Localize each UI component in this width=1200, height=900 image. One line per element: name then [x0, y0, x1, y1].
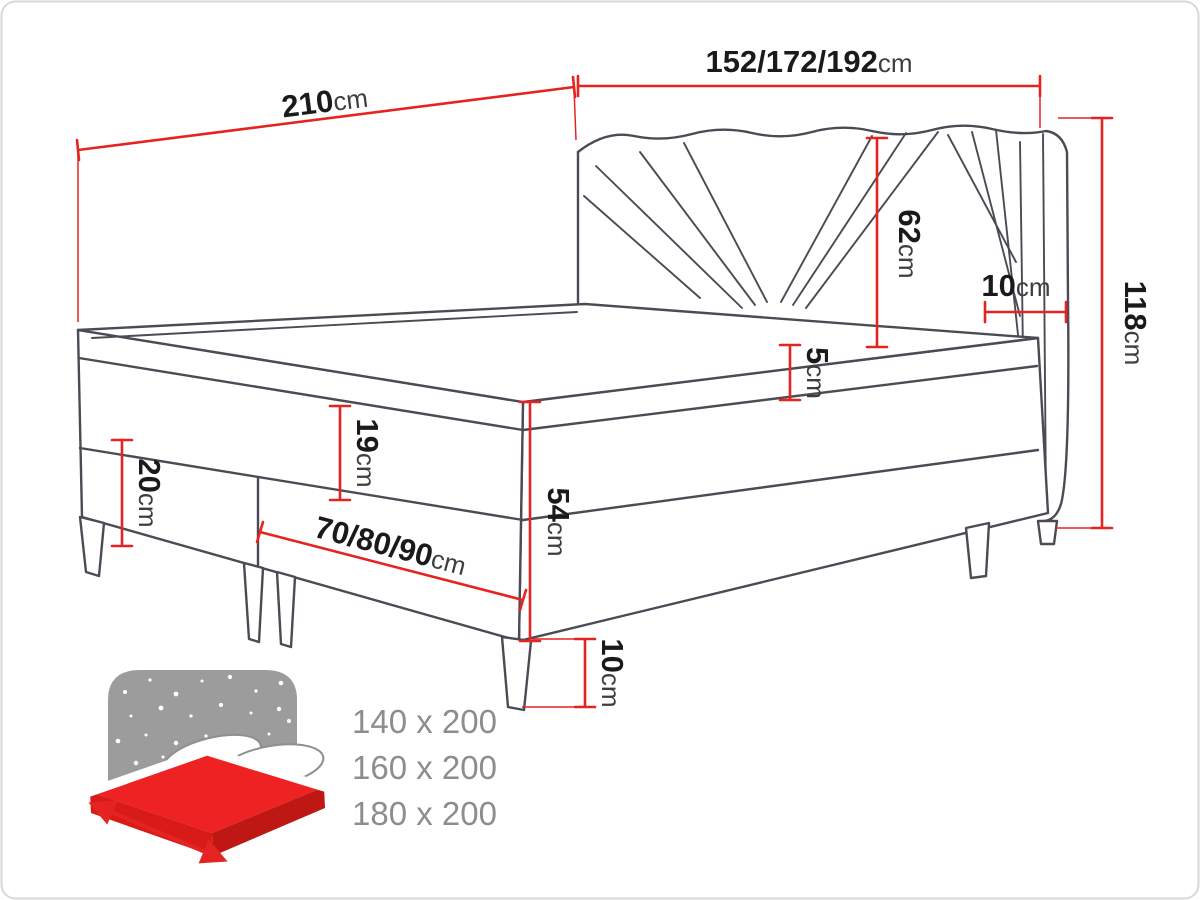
bed-legs	[78, 515, 991, 712]
dimension-leg-height-label: 10cm	[595, 638, 630, 707]
dimension-mattress-height: 19cm	[328, 404, 385, 502]
size-option: 140 x 200	[352, 703, 497, 740]
dimension-side-height: 54cm	[518, 400, 576, 643]
headboard-pattern	[583, 129, 1047, 506]
bed-size-icon	[85, 670, 329, 864]
dimension-base-height: 20cm	[110, 438, 167, 548]
size-option: 160 x 200	[352, 749, 497, 786]
dimension-base-height-label: 20cm	[132, 458, 167, 527]
dimension-mattress-height-label: 19cm	[350, 418, 385, 487]
dimension-headboard-height: 62cm	[865, 136, 927, 349]
dimension-leg-height: 10cm	[522, 637, 630, 709]
dimension-depth-label: 210cm	[280, 79, 370, 125]
size-option: 180 x 200	[352, 795, 497, 832]
width-arrow-icon	[88, 800, 228, 864]
headboard-foot	[1036, 519, 1059, 546]
dimension-headboard-panel-label: 10cm	[981, 268, 1050, 303]
dimension-headboard-panel: 10cm	[981, 268, 1068, 324]
dimension-headboard-width-label: 152/172/192cm	[705, 44, 912, 79]
dimension-headboard-width: 152/172/192cm	[576, 44, 1042, 128]
mattress-top-surface	[76, 302, 1040, 404]
dimension-total-height-label: 118cm	[1118, 281, 1153, 366]
headboard-drawing	[576, 124, 1070, 546]
bed-base-drawing	[76, 302, 1050, 712]
dimension-total-height: 118cm	[1056, 116, 1153, 530]
dimension-topper-height-label: 5cm	[800, 347, 835, 399]
dimension-side-height-label: 54cm	[541, 487, 576, 556]
dimension-headboard-height-label: 62cm	[892, 209, 927, 278]
dimension-topper-height: 5cm	[778, 343, 835, 402]
dimension-depth: 210cm	[75, 75, 577, 322]
size-list: 140 x 200 160 x 200 180 x 200	[352, 703, 497, 832]
